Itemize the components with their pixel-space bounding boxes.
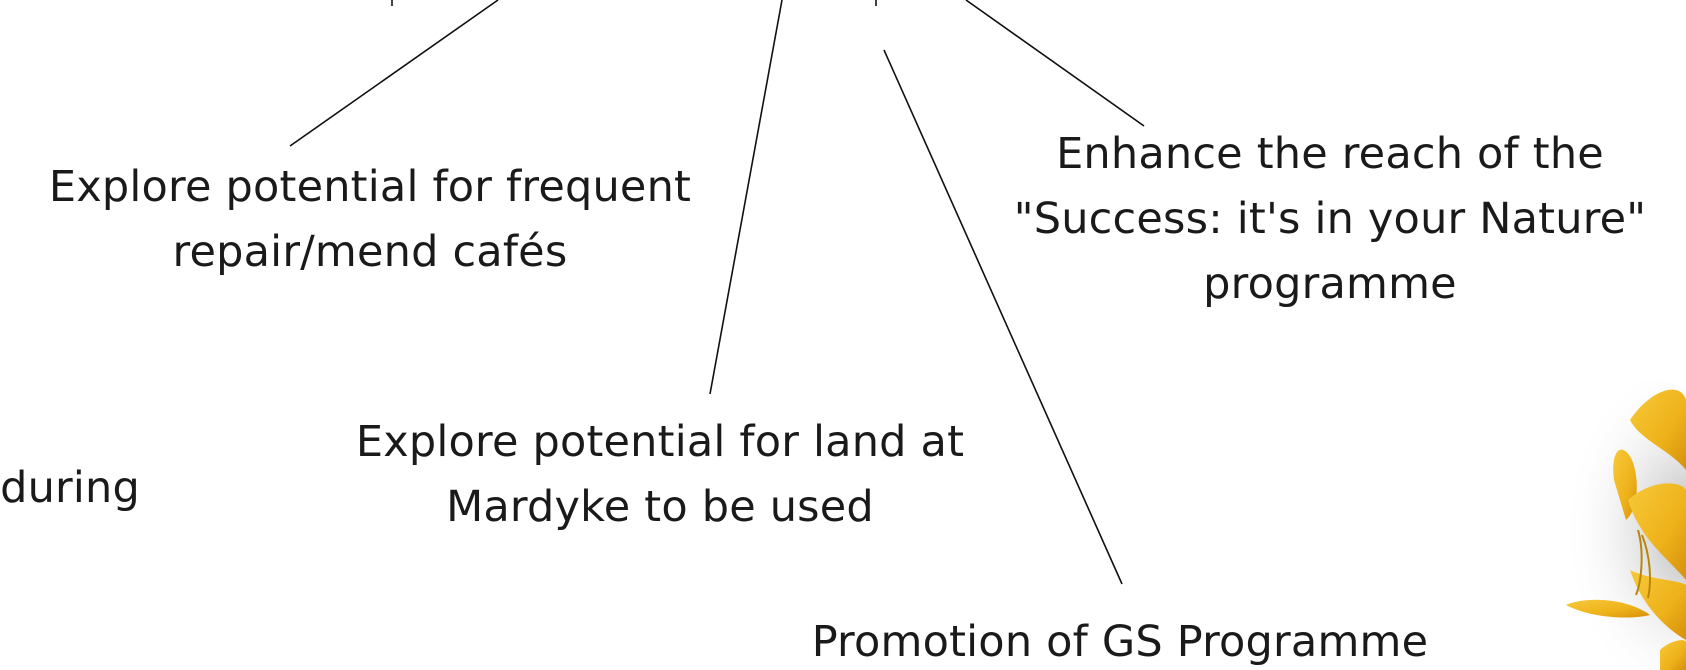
node-mardyke-land-line-1: Explore potential for land at: [355, 417, 965, 467]
node-success-programme-line-3: programme: [1203, 259, 1457, 309]
node-success-programme: Enhance the reach of the "Success: it's …: [980, 122, 1680, 317]
node-partial-left: during: [0, 456, 140, 521]
node-mardyke-land: Explore potential for land at Mardyke to…: [300, 410, 1020, 540]
node-repair-cafes-line-1: Explore potential for frequent: [48, 162, 692, 212]
node-partial-left-line-1: during: [0, 463, 140, 513]
connector-success-programme: [965, 0, 1145, 127]
connector-mardyke-land: [709, 0, 783, 395]
node-success-programme-line-1: Enhance the reach of the: [1056, 129, 1604, 179]
node-gs-promotion: Promotion of GS Programme: [760, 610, 1480, 670]
node-mardyke-land-line-2: Mardyke to be used: [446, 482, 874, 532]
yellow-flower-icon: [1510, 380, 1686, 670]
connector-repair-cafes: [289, 0, 499, 147]
node-repair-cafes: Explore potential for frequent repair/me…: [0, 155, 740, 285]
node-repair-cafes-line-2: repair/mend cafés: [172, 227, 568, 277]
node-gs-promotion-line-1: Promotion of GS Programme: [811, 617, 1429, 667]
connector-gs-promotion: [883, 49, 1123, 585]
node-success-programme-line-2: "Success: it's in your Nature": [1013, 194, 1647, 244]
